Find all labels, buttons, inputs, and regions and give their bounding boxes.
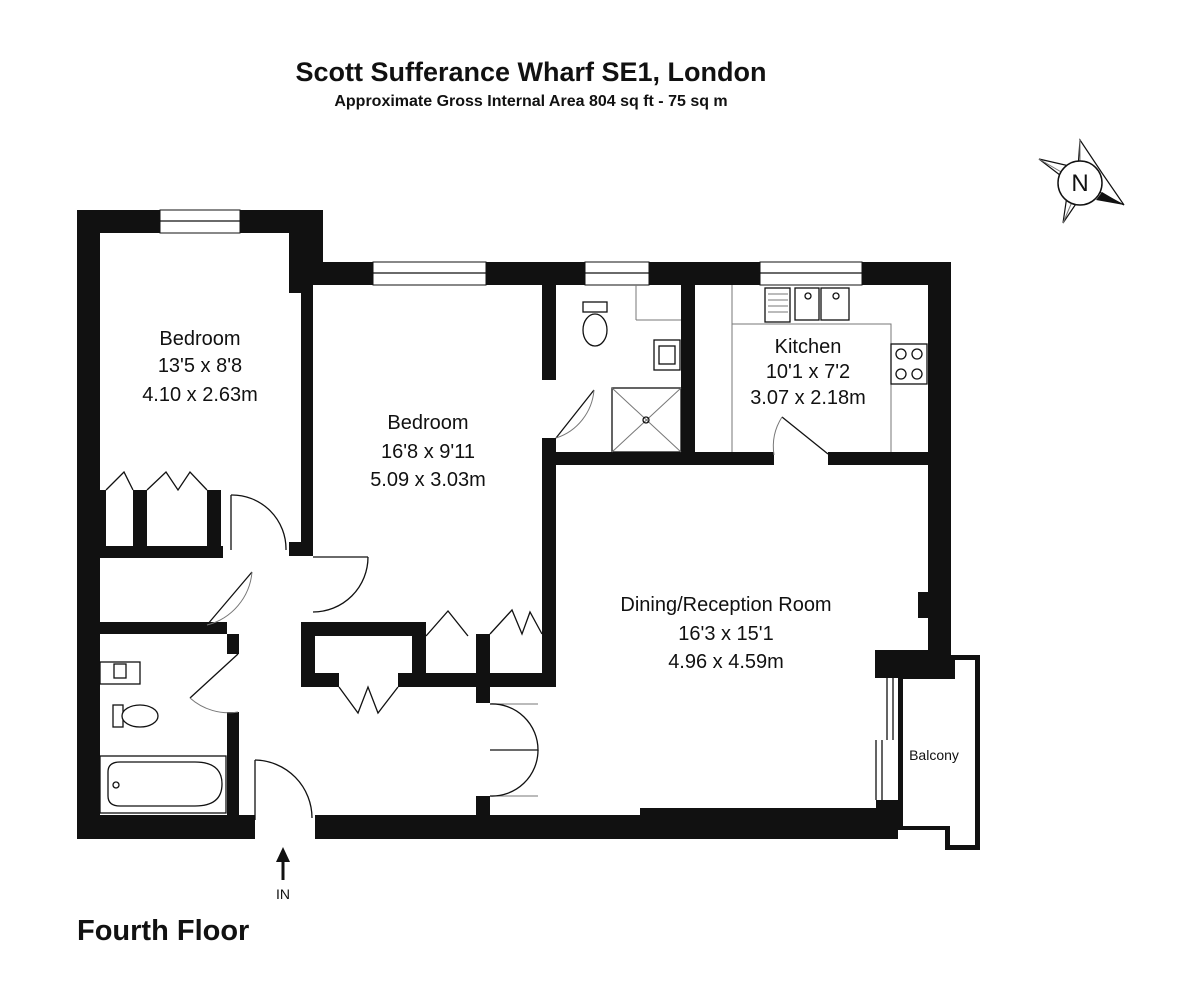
room-dining-reception: Dining/Reception Room 16'3 x 15'1 4.96 x…: [620, 594, 831, 673]
room-bedroom-1: Bedroom 13'5 x 8'8 4.10 x 2.63m: [142, 328, 258, 406]
interior-walls: [77, 233, 951, 822]
windows: [159, 209, 863, 286]
balcony: [875, 655, 980, 850]
room-metric: 4.10 x 2.63m: [142, 384, 258, 406]
room-name: Kitchen: [775, 336, 842, 358]
entrance-label: IN: [276, 886, 290, 902]
room-metric: 5.09 x 3.03m: [370, 469, 486, 491]
room-imperial: 10'1 x 7'2: [766, 361, 850, 383]
room-metric: 4.96 x 4.59m: [668, 651, 784, 673]
doors: [105, 389, 829, 820]
fixtures: [99, 285, 928, 814]
room-metric: 3.07 x 2.18m: [750, 387, 866, 409]
room-imperial: 13'5 x 8'8: [158, 355, 242, 377]
room-kitchen: Kitchen 10'1 x 7'2 3.07 x 2.18m: [750, 336, 866, 409]
room-name: Bedroom: [159, 328, 240, 350]
room-balcony-label: Balcony: [909, 747, 959, 763]
entrance-arrow-icon: [276, 847, 290, 880]
compass-icon: N: [1038, 138, 1125, 224]
room-name: Bedroom: [387, 412, 468, 434]
plan-subtitle: Approximate Gross Internal Area 804 sq f…: [334, 93, 727, 110]
plan-title: Scott Sufferance Wharf SE1, London: [295, 57, 766, 87]
room-imperial: 16'8 x 9'11: [381, 441, 475, 463]
room-imperial: 16'3 x 15'1: [678, 623, 774, 645]
room-bedroom-2: Bedroom 16'8 x 9'11 5.09 x 3.03m: [370, 412, 486, 491]
room-name: Dining/Reception Room: [620, 594, 831, 616]
floor-label: Fourth Floor: [77, 915, 249, 947]
compass-north-label: N: [1071, 170, 1088, 197]
